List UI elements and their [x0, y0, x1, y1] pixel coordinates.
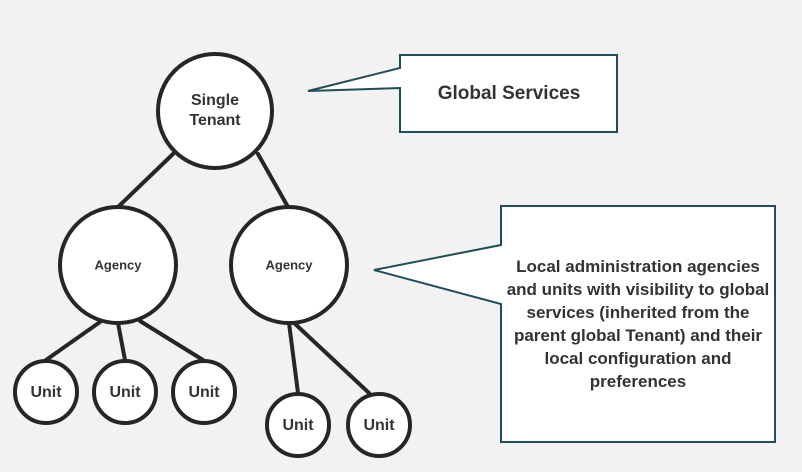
edge-agency-1-unit-3: [138, 319, 205, 362]
agency-label: Agency: [95, 257, 143, 272]
unit-label: Unit: [282, 417, 314, 434]
global-services-text: Global Services: [437, 83, 581, 104]
edge-root-agency-2: [256, 152, 290, 209]
edge-agency-1-unit-1: [44, 320, 102, 362]
unit-label: Unit: [363, 417, 395, 434]
local-administration-callout: [373, 205, 776, 443]
unit-label: Unit: [30, 384, 62, 401]
node-unit-2: [92, 359, 158, 425]
edge-agency-2-unit-5: [290, 319, 371, 395]
local-administration-text: Local administration agencies and units …: [506, 257, 770, 391]
node-unit-4: [265, 392, 331, 458]
edge-root-agency-1: [116, 152, 175, 209]
node-single-tenant: [156, 52, 274, 170]
single-tenant-label-line-1: Single: [191, 92, 239, 109]
edge-agency-1-unit-2: [116, 321, 127, 362]
node-agency-2: [229, 205, 349, 325]
agency-label: Agency: [266, 257, 314, 272]
single-tenant-label-line-2: Tenant: [189, 112, 241, 129]
unit-label: Unit: [188, 384, 220, 401]
node-agency-1: [58, 205, 178, 325]
node-unit-3: [171, 359, 237, 425]
global-services-callout: [307, 54, 618, 133]
node-unit-1: [13, 359, 79, 425]
node-unit-5: [346, 392, 412, 458]
edge-agency-2-unit-4: [287, 321, 300, 395]
unit-label: Unit: [109, 384, 141, 401]
